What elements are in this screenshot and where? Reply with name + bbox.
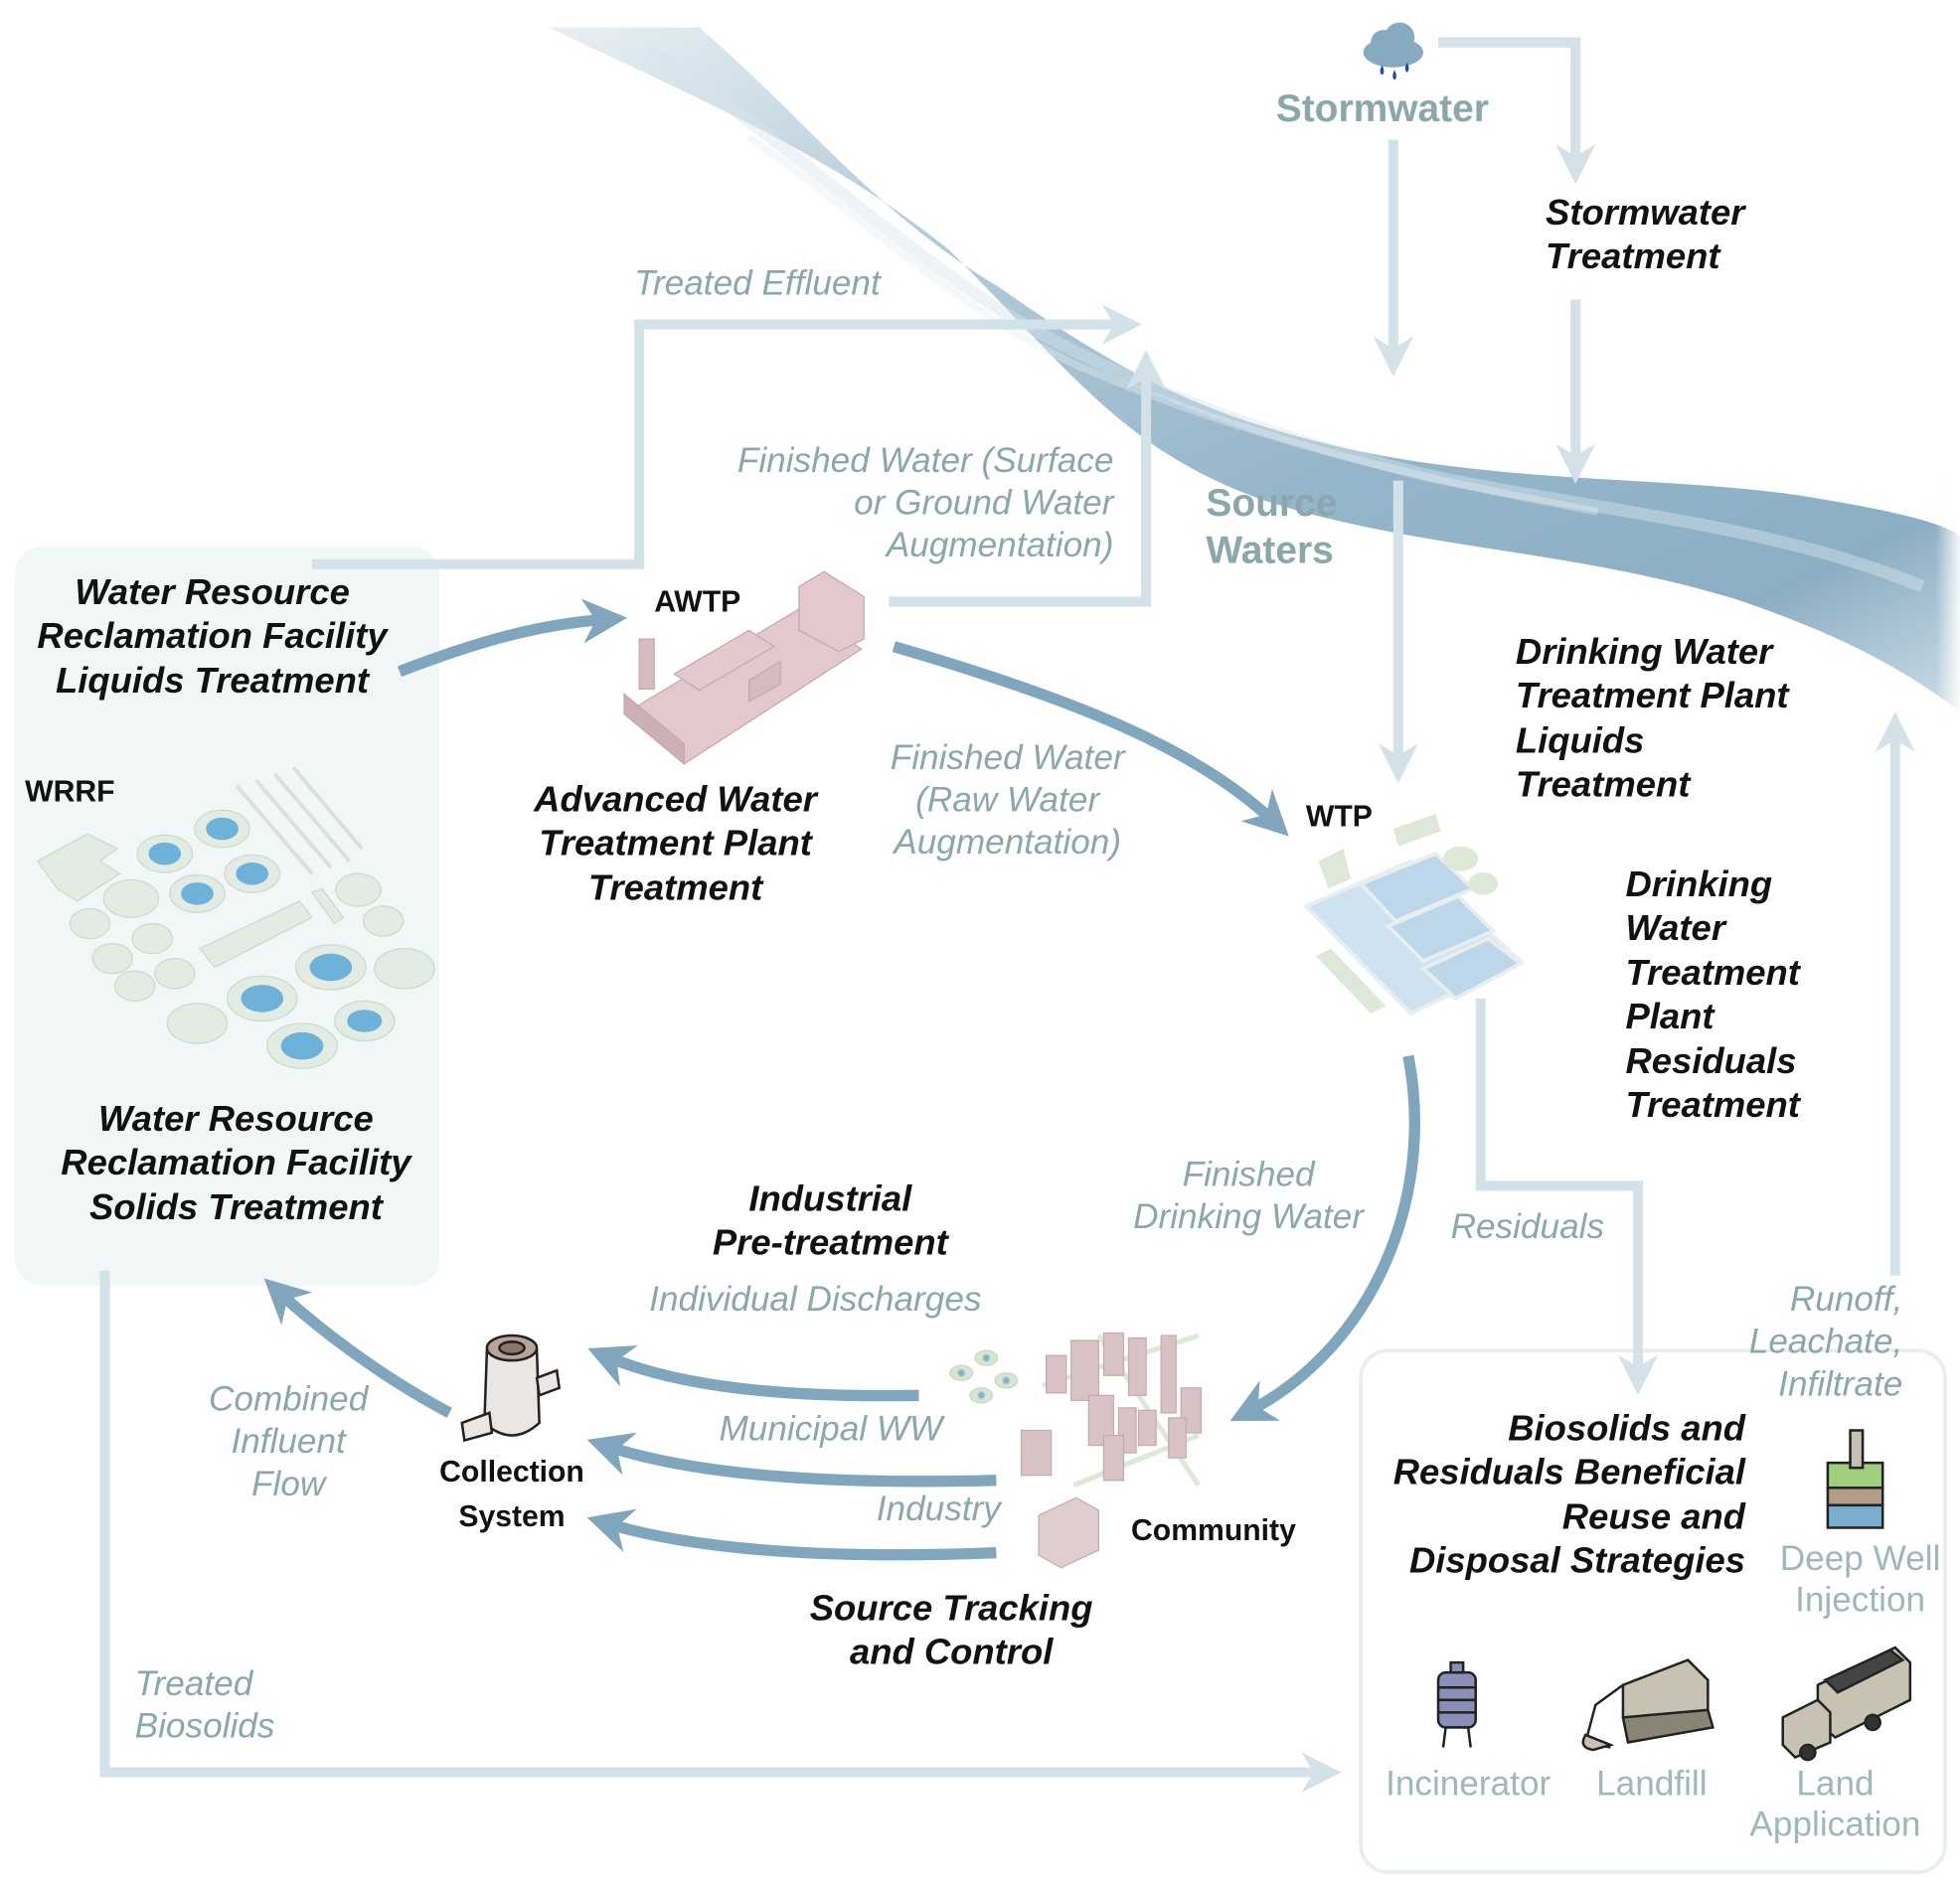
community-tag: Community bbox=[1131, 1513, 1296, 1548]
combined-influent-arrow bbox=[263, 1278, 452, 1418]
disposal-option-land-application: Land Application bbox=[1749, 1763, 1921, 1844]
community-buildings-icon bbox=[1020, 1332, 1202, 1569]
residuals-label: Residuals bbox=[1450, 1206, 1605, 1246]
dump-truck-icon bbox=[1781, 1646, 1912, 1762]
awtp-treatment-label: Advanced Water Treatment Plant Treatment bbox=[534, 780, 817, 909]
disposal-option-deep-well: Deep Well Injection bbox=[1779, 1538, 1941, 1620]
individual-discharges-label: Individual Discharges bbox=[649, 1279, 982, 1319]
wrrf-facility-icon bbox=[36, 766, 435, 1069]
awtp-tag: AWTP bbox=[654, 585, 741, 620]
residuals-arrow bbox=[1475, 998, 1659, 1395]
collection-system-tag: Collection System bbox=[439, 1455, 584, 1534]
treated-effluent-arrow bbox=[312, 304, 1142, 569]
individual-discharges-arrow bbox=[587, 1345, 919, 1402]
river bbox=[549, 27, 1960, 724]
wrrf-liquids-label: Water Resource Reclamation Facility Liqu… bbox=[37, 572, 388, 702]
treated-biosolids-arrow bbox=[99, 1270, 1342, 1793]
rain-cloud-icon bbox=[1363, 22, 1423, 80]
wrrf-solids-label: Water Resource Reclamation Facility Soli… bbox=[61, 1099, 411, 1228]
finished-water-surface-label: Finished Water (Surface or Ground Water … bbox=[736, 440, 1114, 565]
wrrf-tag: WRRF bbox=[25, 775, 115, 809]
stormwater-label: Stormwater bbox=[1275, 85, 1489, 130]
wrrf-panel bbox=[15, 547, 440, 1286]
awtp-building-icon bbox=[622, 570, 865, 766]
finished-water-raw-label: Finished Water (Raw Water Augmentation) bbox=[890, 737, 1125, 862]
collection-system-icon bbox=[460, 1333, 562, 1443]
treated-effluent-label: Treated Effluent bbox=[634, 263, 881, 302]
industry-arrow bbox=[586, 1508, 997, 1561]
disposal-option-incinerator: Incinerator bbox=[1386, 1763, 1552, 1803]
wtp-tag: WTP bbox=[1305, 800, 1373, 835]
treated-biosolids-label: Treated Biosolids bbox=[134, 1663, 275, 1746]
municipal-ww-label: Municipal WW bbox=[719, 1409, 943, 1449]
deep-well-icon bbox=[1826, 1429, 1884, 1529]
pretreatment-clarifiers-icon bbox=[949, 1349, 1019, 1404]
disposal-panel bbox=[1359, 1348, 1947, 1875]
dwtp-liquids-label: Drinking Water Treatment Plant Liquids T… bbox=[1515, 632, 1789, 806]
source-waters-label: Source Waters bbox=[1206, 480, 1338, 572]
industrial-pretreatment-label: Industrial Pre-treatment bbox=[712, 1179, 948, 1264]
finished-drinking-water-label: Finished Drinking Water bbox=[1133, 1154, 1365, 1236]
stormwater-treatment-label: Stormwater Treatment bbox=[1546, 193, 1745, 278]
municipal-ww-arrow bbox=[586, 1432, 997, 1488]
light-flow-lines bbox=[99, 37, 1915, 1793]
dwtp-residuals-label: Drinking Water Treatment Plant Residuals… bbox=[1625, 864, 1800, 1126]
stormwater-to-treatment-arrow bbox=[1438, 37, 1596, 185]
disposal-option-landfill: Landfill bbox=[1596, 1763, 1708, 1803]
industry-label: Industry bbox=[876, 1489, 1001, 1528]
wtp-facility-icon bbox=[1302, 813, 1525, 1017]
biosolids-strategies-label: Biosolids and Residuals Beneficial Reuse… bbox=[1392, 1409, 1746, 1582]
surface-augmentation-arrow bbox=[889, 350, 1167, 607]
excavator-icon bbox=[1581, 1658, 1715, 1752]
wrrf-to-awtp-arrow bbox=[397, 598, 628, 678]
runoff-label: Runoff, Leachate, Infiltrate bbox=[1748, 1279, 1903, 1404]
wtp-to-community-arrow bbox=[1229, 1054, 1420, 1422]
combined-influent-label: Combined Influent Flow bbox=[208, 1378, 369, 1503]
dark-flow-arrows bbox=[263, 598, 1420, 1561]
awtp-to-wtp-arrow bbox=[892, 641, 1289, 837]
incinerator-icon bbox=[1436, 1660, 1477, 1748]
source-tracking-label: Source Tracking and Control bbox=[809, 1589, 1093, 1673]
